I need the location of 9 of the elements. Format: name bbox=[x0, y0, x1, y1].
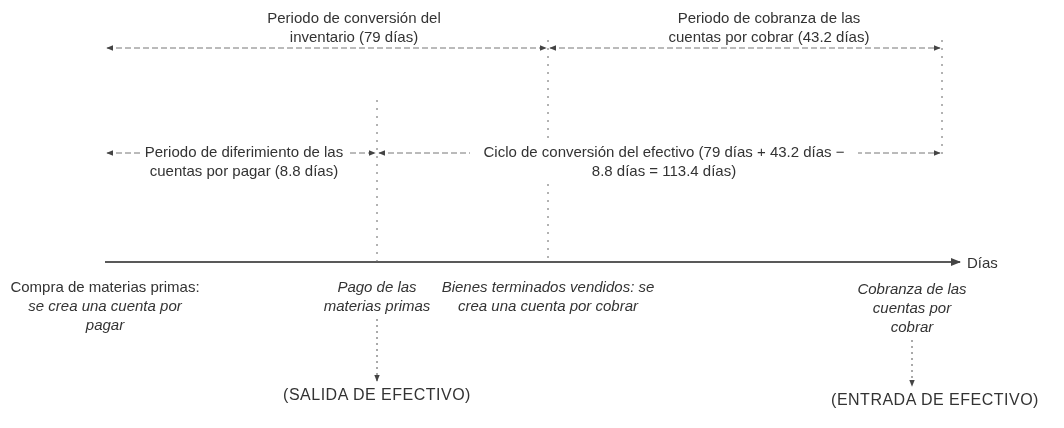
cash-flow-label: (SALIDA DE EFECTIVO) bbox=[262, 385, 492, 404]
cash-flow-label: (ENTRADA DE EFECTIVO) bbox=[810, 390, 1060, 409]
axis-label: Días bbox=[967, 253, 999, 272]
period-label: Ciclo de conversión del efectivo (79 días + 43.2 días − 8.8 días = 113.4 días) bbox=[470, 142, 858, 180]
event-label: Cobranza de las cuentas por cobrar bbox=[857, 279, 967, 336]
event-label: Compra de materias primas: se crea una cuenta por pagar bbox=[10, 277, 200, 334]
arrow bbox=[374, 318, 380, 382]
event-label: Pago de las materias primas bbox=[322, 277, 432, 315]
arrow bbox=[909, 339, 915, 387]
